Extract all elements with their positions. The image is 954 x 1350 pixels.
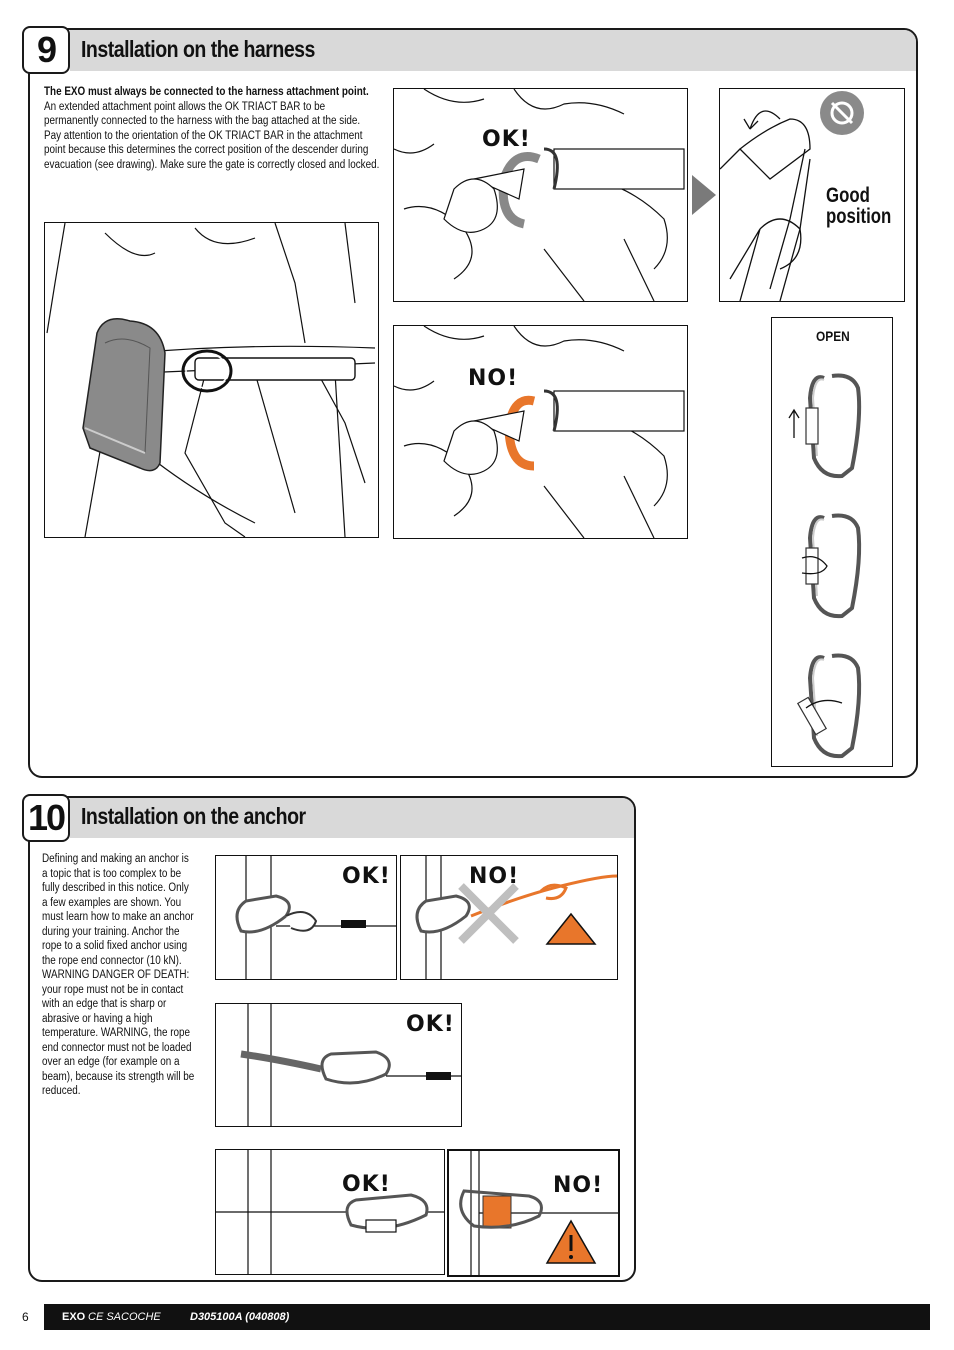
harness-illustration <box>44 222 379 538</box>
arrow-right-icon <box>692 175 716 215</box>
footer-product: EXO <box>62 1311 86 1323</box>
harness-no-label: NO! <box>468 366 519 391</box>
section-10-title: Installation on the anchor <box>81 803 306 829</box>
anchor-ok-3-drawing <box>216 1150 444 1274</box>
section-9-paragraph-2: Pay attention to the orientation of the … <box>44 129 380 171</box>
anchor-ok-3-illustration: OK! <box>215 1149 445 1275</box>
harness-ok-illustration: OK! <box>393 88 688 302</box>
harness-ok-label: OK! <box>482 127 531 152</box>
anchor-no-2-label: NO! <box>553 1173 604 1198</box>
anchor-ok-3-label: OK! <box>342 1172 391 1197</box>
section-9-intro: The EXO must always be connected to the … <box>44 86 369 98</box>
page-number: 6 <box>22 1310 29 1324</box>
footer-bar: EXO CE SACOCHE D305100A (040808) <box>44 1304 930 1330</box>
harness-no-drawing <box>394 326 685 538</box>
good-position-illustration: Good position <box>719 88 905 302</box>
section-9-title: Installation on the harness <box>81 36 315 62</box>
harness-ok-drawing <box>394 89 685 301</box>
footer-reference: D305100A (040808) <box>190 1311 290 1323</box>
anchor-no-2-illustration: NO! <box>447 1149 620 1277</box>
anchor-ok-2-label: OK! <box>406 1012 455 1037</box>
open-label: OPEN <box>816 328 850 344</box>
section-9-header <box>70 30 916 71</box>
section-10-number: 10 <box>22 794 70 842</box>
section-9-text: The EXO must always be connected to the … <box>44 85 379 172</box>
harness-drawing <box>46 223 376 537</box>
harness-no-illustration: NO! <box>393 325 688 539</box>
footer-subtitle: CE SACOCHE <box>88 1311 161 1323</box>
anchor-ok-1-drawing <box>235 856 396 979</box>
anchor-no-1-drawing <box>415 856 617 979</box>
section-10-text: Defining and making an anchor is a topic… <box>42 853 195 1097</box>
section-10-header <box>70 798 634 838</box>
carabiner-open-sequence <box>788 373 862 759</box>
anchor-no-1-illustration: NO! <box>400 855 618 980</box>
section-9-number: 9 <box>22 26 70 74</box>
good-position-drawing <box>720 91 864 301</box>
anchor-no-2-drawing <box>459 1151 618 1275</box>
good-position-label: Good position <box>826 184 892 228</box>
section-9-paragraph-1: An extended attachment point allows the … <box>44 100 361 128</box>
anchor-no-1-label: NO! <box>469 864 520 889</box>
anchor-ok-1-illustration: OK! <box>215 855 397 980</box>
anchor-ok-1-label: OK! <box>342 864 391 889</box>
open-gate-panel: OPEN <box>771 317 893 767</box>
anchor-ok-2-drawing <box>240 1004 461 1126</box>
anchor-ok-2-illustration: OK! <box>215 1003 462 1127</box>
